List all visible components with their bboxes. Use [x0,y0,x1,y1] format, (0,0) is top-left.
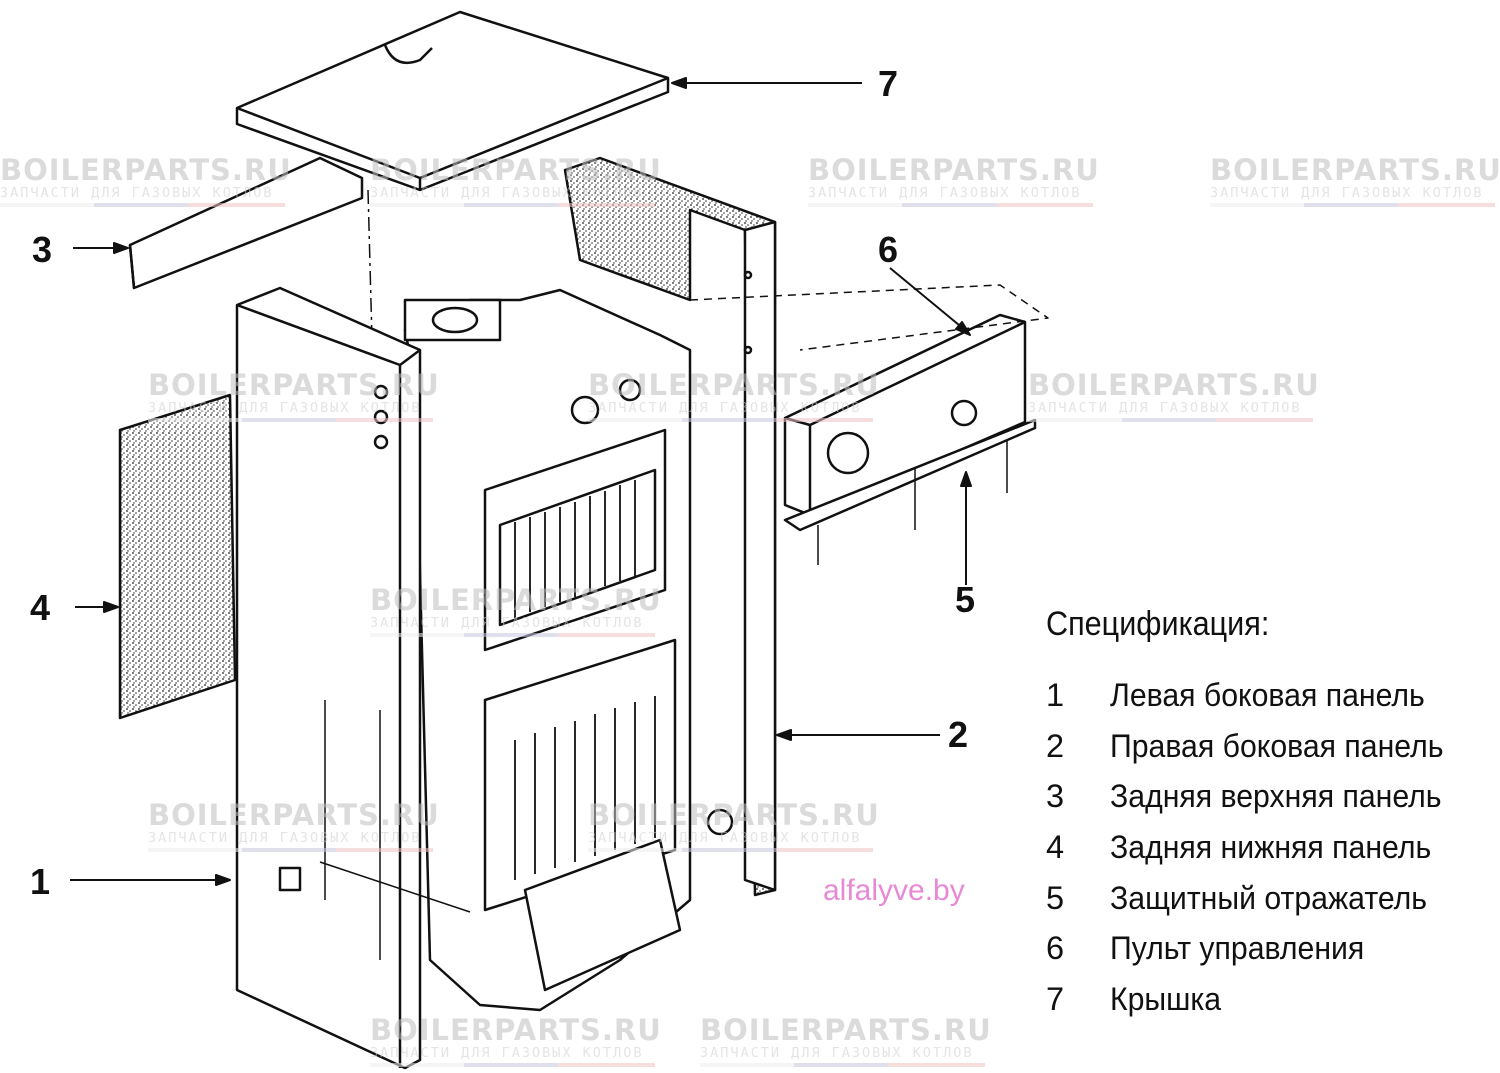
spec-item: 4 Задняя нижняя панель [1046,822,1469,873]
callout-4: 4 [30,587,51,628]
back-lower-panel-part [118,393,237,720]
alignment-line [367,189,373,341]
callout-3: 3 [32,229,53,270]
spec-label: Пульт управления [1110,930,1365,967]
spec-label: Правая боковая панель [1110,727,1444,764]
spec-label: Защитный отражатель [1110,879,1428,916]
spec-item: 1 Левая боковая панель [1046,670,1469,721]
spec-num: 3 [1046,778,1065,815]
spec-num: 4 [1046,828,1065,865]
spec-num: 5 [1046,879,1065,916]
spec-num: 7 [1046,980,1065,1017]
callout-7: 7 [878,63,899,104]
spec-num: 6 [1046,930,1065,967]
spec-item: 6 Пульт управления [1046,923,1469,974]
spec-item: 5 Защитный отражатель [1046,873,1469,924]
boiler-body-part [403,288,692,1012]
spec-item: 3 Задняя верхняя панель [1046,771,1469,822]
spec-label: Крышка [1110,980,1222,1017]
left-side-panel-part [235,286,471,1070]
callout-1: 1 [30,861,51,902]
control-panel-part [689,284,1049,517]
spec-label: Левая боковая панель [1110,676,1425,713]
spec-label: Задняя верхняя панель [1110,778,1442,815]
spec-item: 7 Крышка [1046,974,1469,1025]
reflector-part [783,418,1037,565]
callout-5: 5 [955,579,976,620]
spec-label: Задняя нижняя панель [1110,828,1432,865]
back-upper-panel-part [128,156,364,290]
spec-item: 2 Правая боковая панель [1046,721,1469,772]
right-side-panel-part [563,156,777,897]
site-label: alfalyve.by [823,874,965,907]
callout-6: 6 [878,229,899,270]
specification-legend: Спецификация: 1 Левая боковая панель 2 Пра… [1046,605,1469,1025]
spec-num: 1 [1046,676,1065,713]
top-cover-part [235,10,670,192]
spec-num: 2 [1046,727,1065,764]
spec-title: Спецификация: [1046,605,1270,643]
leader-lines [70,77,972,886]
callout-2: 2 [948,714,969,755]
